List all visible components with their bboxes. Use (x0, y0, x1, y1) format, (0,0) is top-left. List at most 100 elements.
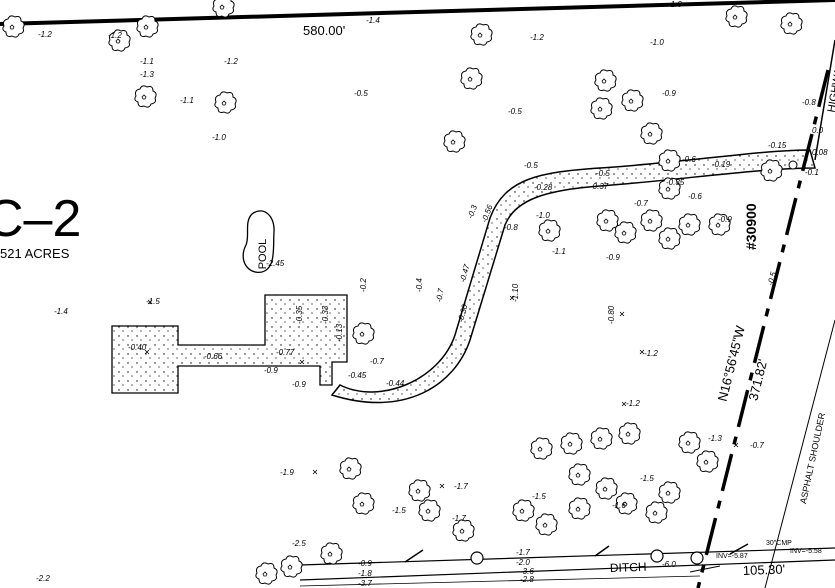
spot-elevation: -1.1 (140, 57, 154, 66)
spot-elevation: -0.9 (358, 559, 372, 568)
spot-elevation: -0.4 (415, 278, 424, 292)
utility-pole (650, 549, 664, 563)
lot-acres: 521 ACRES (0, 246, 70, 261)
spot-elevation: -0.7 (750, 441, 764, 450)
spot-elevation: -1.7 (516, 548, 530, 557)
spot-elevation: 0.08 (812, 148, 828, 157)
spot-elevation: -0.80 (607, 305, 616, 324)
spot-elevation: -1.1 (552, 247, 566, 256)
spot-elevation: -0.37 (590, 182, 609, 191)
spot-elevation: -1.8 (358, 569, 372, 578)
spot-elevation: -1.6 (612, 501, 626, 510)
spot-elevation: -0.9 (292, 380, 306, 389)
spot-elevation: -1.7 (452, 514, 466, 523)
spot-elevation: -0.35 (295, 305, 304, 324)
spot-elevation: -0.45 (348, 371, 367, 380)
parcel-number: #30900 (743, 203, 759, 250)
ditch-line (299, 547, 835, 566)
spot-elevation: -1.0 (650, 38, 664, 47)
spot-elevation: -1.0 (212, 133, 226, 142)
spot-elevation: -1.10 (511, 283, 520, 302)
spot-elevation: -1.5 (146, 297, 160, 306)
spot-elevation: -0.9 (264, 366, 278, 375)
spot-elevation: -0.7 (434, 287, 445, 303)
spot-elevation: -0.8 (802, 98, 816, 107)
spot-elevation: -0.47 (458, 263, 472, 283)
spot-elevation: -0.9 (606, 253, 620, 262)
spot-elevation: -0.7 (370, 357, 384, 366)
spot-elevation: -1.5 (392, 506, 406, 515)
spot-elevation: -1.3 (708, 434, 722, 443)
south-distance: 105.30' (743, 562, 786, 578)
spot-elevation: -0.19 (712, 160, 731, 169)
spot-elevation: -1.7 (454, 482, 468, 491)
spot-elevation: -0.13 (335, 323, 344, 342)
cmp-label: 30"CMP (766, 540, 792, 547)
spot-elevation: -0.5 (508, 107, 522, 116)
spot-elevation: -1.1 (180, 96, 194, 105)
spot-elevation: -0.8 (504, 223, 518, 232)
spot-elevation: -0.7 (634, 199, 648, 208)
pool-outline (242, 210, 275, 273)
spot-elevation: -0.9 (718, 215, 732, 224)
spot-elevation: -1.0 (536, 211, 550, 220)
spot-elevation: -1.9 (280, 468, 294, 477)
spot-elevation: -1.5 (532, 492, 546, 501)
east-boundary-line (696, 69, 830, 588)
spot-elevation: -0.28 (534, 183, 553, 192)
spot-elevation: -0.35 (666, 178, 685, 187)
spot-elevation: -1.3 (140, 70, 154, 79)
north-boundary-line (0, 0, 835, 26)
spot-elevation: -2.2 (36, 574, 50, 583)
house-footprint (111, 294, 348, 394)
spot-elevation: -0.5 (354, 89, 368, 98)
spot-elevation: -0.5 (524, 161, 538, 170)
spot-elevation: -1.2 (644, 349, 658, 358)
spot-elevation: -0.6 (682, 155, 696, 164)
driveway (330, 149, 816, 404)
spot-elevation: -1.2 (108, 31, 122, 40)
utility-pole (470, 551, 484, 565)
spot-elevation: -6.0 (662, 560, 676, 569)
spot-elevation: -0.3 (466, 203, 479, 220)
invert-label: INV=-5.58 (790, 548, 822, 555)
east-distance: 371.82' (746, 358, 771, 403)
spot-marks (144, 295, 739, 489)
spot-elevation: -2.0 (516, 558, 530, 567)
spot-elevation: -0.33 (321, 305, 330, 324)
spot-elevation: -2.8 (520, 575, 534, 584)
spot-elevation: -3.6 (520, 567, 534, 576)
spot-elevations: -1.2 -1.2 -1.4 -1.1 -1.3 -1.2 -1.2 -1.0 … (36, 0, 828, 588)
pool-elevation: -2.45 (266, 259, 285, 268)
spot-elevation: 0.0 (812, 126, 824, 135)
spot-elevation: -0.5 (596, 169, 610, 178)
spot-elevation: -0.15 (768, 141, 787, 150)
spot-elevation: -0.9 (662, 89, 676, 98)
spot-elevation: -1.2 (224, 57, 238, 66)
spot-elevation: -1.2 (626, 399, 640, 408)
asphalt-shoulder-label: ASPHALT SHOULDER (798, 411, 827, 504)
spot-elevation: -1.2 (530, 33, 544, 42)
spot-elevation: -0.6 (688, 192, 702, 201)
spot-elevation: -0.1 (805, 168, 819, 177)
north-distance: 580.00' (303, 23, 345, 38)
spot-elevation: -0.77 (276, 348, 295, 357)
spot-elevation: -3.7 (358, 579, 372, 588)
spot-elevation: -1.0 (668, 0, 682, 9)
spot-elevation: -1.4 (366, 16, 380, 25)
spot-elevation: -1.2 (38, 30, 52, 39)
east-bearing: N16°56'45"W (715, 323, 748, 402)
highway-label: HIGHWA (826, 67, 835, 114)
spot-elevation: -1.5 (640, 474, 654, 483)
spot-elevation: -0.5 (766, 270, 778, 286)
pool-label: POOL (257, 239, 269, 270)
lot-label: C–2 (0, 190, 81, 248)
spot-elevation: -0.66 (204, 352, 223, 361)
spot-elevation: -0.44 (386, 379, 405, 388)
invert-label: INV=-5.87 (716, 553, 748, 560)
ditch-label: DITCH (610, 560, 647, 575)
spot-elevation: -2.5 (292, 539, 306, 548)
tree-group (2, 0, 803, 585)
spot-elevation: -0.40 (128, 343, 147, 352)
